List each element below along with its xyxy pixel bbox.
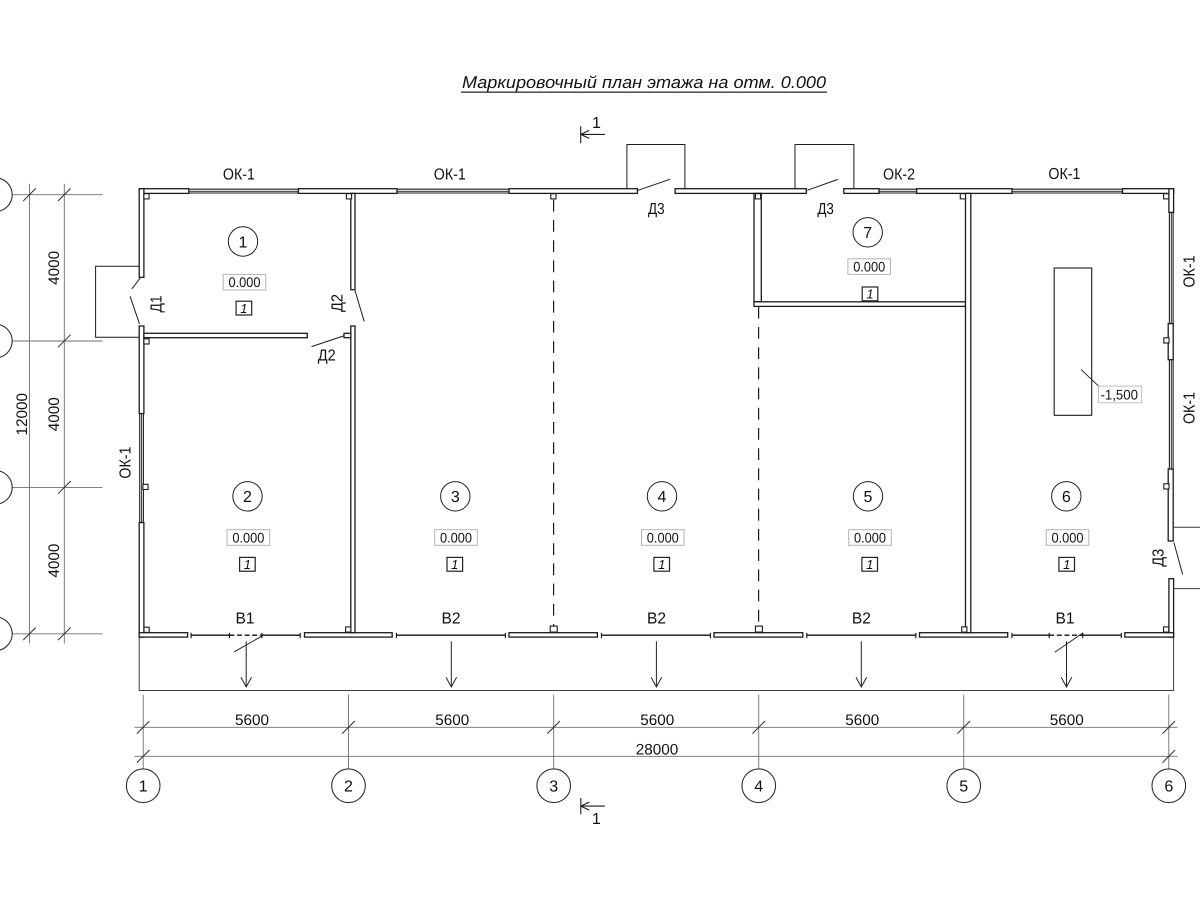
svg-text:4000: 4000 xyxy=(46,251,63,285)
svg-text:0.000: 0.000 xyxy=(647,530,679,546)
svg-text:1: 1 xyxy=(866,287,873,302)
svg-text:4000: 4000 xyxy=(46,544,63,578)
svg-text:Д3: Д3 xyxy=(817,201,834,218)
svg-text:Д1: Д1 xyxy=(148,295,165,312)
svg-text:1: 1 xyxy=(866,557,873,572)
svg-text:5: 5 xyxy=(959,779,968,796)
svg-text:ОК-1: ОК-1 xyxy=(1181,392,1198,424)
svg-text:-1,500: -1,500 xyxy=(1101,386,1139,402)
svg-text:В2: В2 xyxy=(647,610,666,627)
svg-text:Д3: Д3 xyxy=(648,201,665,218)
svg-text:1: 1 xyxy=(592,811,601,828)
svg-text:12000: 12000 xyxy=(14,393,31,436)
svg-text:4000: 4000 xyxy=(46,397,63,431)
svg-text:Маркировочный план этажа на от: Маркировочный план этажа на отм. 0.000 xyxy=(462,73,827,92)
svg-text:5600: 5600 xyxy=(235,712,269,729)
svg-text:ОК-1: ОК-1 xyxy=(434,166,466,183)
svg-text:В1: В1 xyxy=(236,610,255,627)
svg-text:1: 1 xyxy=(451,557,458,572)
svg-text:0.000: 0.000 xyxy=(229,274,261,290)
svg-text:0.000: 0.000 xyxy=(232,530,264,546)
svg-text:ОК-1: ОК-1 xyxy=(223,166,255,183)
svg-text:В2: В2 xyxy=(852,610,871,627)
svg-text:1: 1 xyxy=(244,557,251,572)
svg-text:ОК-1: ОК-1 xyxy=(1181,255,1198,287)
svg-text:0.000: 0.000 xyxy=(854,530,886,546)
svg-text:4: 4 xyxy=(754,779,763,796)
svg-text:5600: 5600 xyxy=(435,712,469,729)
svg-text:5600: 5600 xyxy=(640,712,674,729)
svg-text:4: 4 xyxy=(658,489,667,506)
svg-text:7: 7 xyxy=(863,225,872,242)
svg-text:Д2: Д2 xyxy=(330,294,347,312)
svg-text:2: 2 xyxy=(344,779,353,796)
svg-text:6: 6 xyxy=(1164,779,1173,796)
svg-text:1: 1 xyxy=(1063,557,1070,572)
svg-text:ОК-1: ОК-1 xyxy=(118,447,135,479)
svg-text:0.000: 0.000 xyxy=(1052,530,1084,546)
svg-text:1: 1 xyxy=(592,115,601,132)
svg-text:28000: 28000 xyxy=(636,741,679,758)
svg-text:5600: 5600 xyxy=(1050,712,1084,729)
svg-text:5: 5 xyxy=(864,489,873,506)
svg-text:Д3: Д3 xyxy=(1151,549,1168,567)
svg-text:0.000: 0.000 xyxy=(853,259,885,275)
svg-text:3: 3 xyxy=(549,779,558,796)
svg-text:1: 1 xyxy=(240,301,247,316)
svg-text:1: 1 xyxy=(658,557,665,572)
svg-text:5600: 5600 xyxy=(845,712,879,729)
svg-text:Д2: Д2 xyxy=(318,348,336,365)
svg-text:1: 1 xyxy=(139,779,148,796)
svg-text:1: 1 xyxy=(239,234,248,251)
svg-text:В1: В1 xyxy=(1056,610,1075,627)
svg-text:ОК-2: ОК-2 xyxy=(883,166,915,183)
svg-text:ОК-1: ОК-1 xyxy=(1048,166,1080,183)
svg-text:6: 6 xyxy=(1062,489,1071,506)
svg-text:2: 2 xyxy=(243,489,252,506)
svg-text:В2: В2 xyxy=(442,610,461,627)
svg-text:0.000: 0.000 xyxy=(440,530,472,546)
svg-text:3: 3 xyxy=(451,489,460,506)
